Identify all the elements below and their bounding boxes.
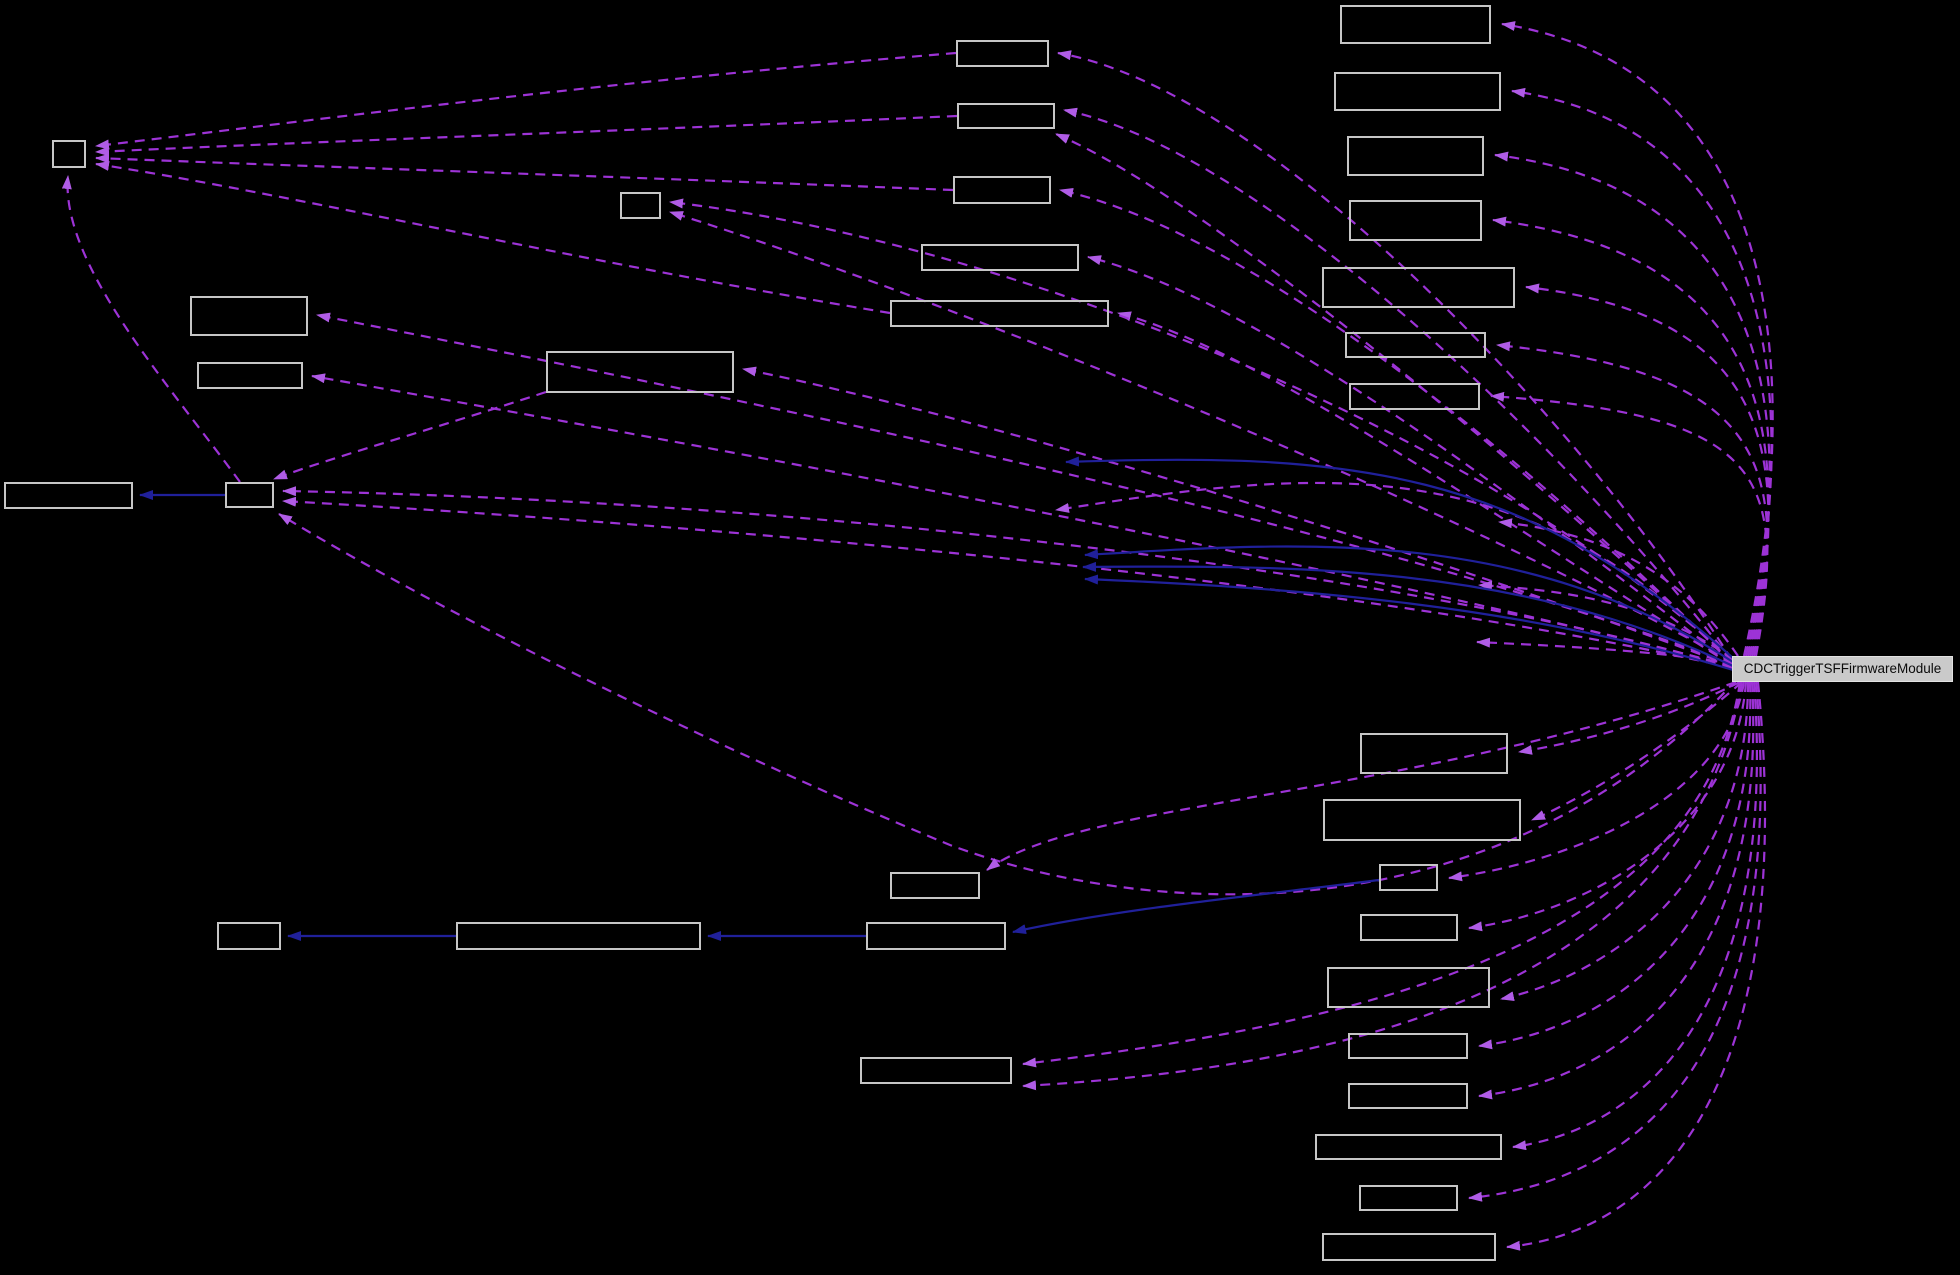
dashed-dependency-edge <box>95 153 954 192</box>
dashed-dependency-edge <box>1525 283 1770 657</box>
dashed-dependency-edge <box>1512 681 1759 1151</box>
dashed-dependency-edge <box>1448 681 1746 882</box>
class-node-box-r6[interactable] <box>1345 332 1486 358</box>
dashed-dependency-edge <box>1022 681 1742 1068</box>
class-node-box-j[interactable] <box>890 300 1109 327</box>
class-node-box-br6[interactable] <box>1315 1134 1502 1160</box>
class-node-box-a[interactable] <box>52 140 86 168</box>
class-node-box-r5[interactable] <box>1322 267 1515 308</box>
dashed-dependency-edge <box>1059 187 1733 664</box>
class-node-box-r8[interactable] <box>1360 733 1508 774</box>
dashed-dependency-edge <box>61 175 241 483</box>
dashed-dependency-edge <box>1057 50 1733 661</box>
solid-dependency-edge <box>1082 561 1734 667</box>
dashed-dependency-edge <box>1500 681 1750 1002</box>
class-node-box-r7[interactable] <box>1349 383 1480 410</box>
dashed-dependency-edge <box>1490 391 1769 657</box>
solid-dependency-edge <box>1084 545 1734 663</box>
dashed-dependency-edge <box>1531 681 1743 822</box>
dashed-dependency-edge <box>1478 681 1752 1050</box>
class-node-box-d[interactable] <box>620 192 661 219</box>
class-node-box-br5[interactable] <box>1348 1083 1468 1109</box>
dashed-dependency-edge <box>1055 481 1733 665</box>
class-node-box-i[interactable] <box>921 244 1079 271</box>
dashed-dependency-edge <box>1501 21 1774 657</box>
class-node-box-e[interactable] <box>546 351 734 393</box>
dashed-dependency-edge <box>95 161 891 315</box>
solid-dependency-edge <box>1012 878 1380 935</box>
class-node-box-br1[interactable] <box>1379 864 1438 891</box>
solid-dependency-edge <box>1084 574 1734 672</box>
class-node-box-bl1[interactable] <box>217 922 281 950</box>
solid-dependency-edge <box>1065 456 1734 659</box>
central-class-node[interactable]: CDCTriggerTSFFirmwareModule <box>1732 656 1953 682</box>
dashed-dependency-edge <box>669 198 1733 661</box>
class-node-box-br2[interactable] <box>1360 914 1458 941</box>
dashed-dependency-edge <box>1063 107 1733 662</box>
dashed-dependency-edge <box>1022 681 1744 1091</box>
class-node-box-bm2[interactable] <box>866 922 1006 950</box>
class-node-box-bl2[interactable] <box>456 922 701 950</box>
class-node-box-g[interactable] <box>957 103 1055 129</box>
class-node-box-c[interactable] <box>197 362 303 389</box>
class-node-box-br8[interactable] <box>1322 1233 1496 1261</box>
dashed-dependency-edge <box>742 366 1733 668</box>
class-node-box-br4[interactable] <box>1348 1033 1468 1059</box>
class-node-box-bm1[interactable] <box>890 872 980 899</box>
dashed-dependency-edge <box>1087 255 1733 665</box>
dashed-dependency-edge <box>1468 681 1762 1202</box>
class-node-box-h[interactable] <box>953 176 1051 204</box>
class-node-box-r1[interactable] <box>1340 5 1491 44</box>
dashed-dependency-edge <box>986 680 1737 871</box>
dashed-dependency-edge <box>278 513 1737 896</box>
class-node-box-br7[interactable] <box>1359 1185 1458 1211</box>
class-node-box-r2[interactable] <box>1334 72 1501 111</box>
dashed-dependency-edge <box>1055 132 1733 663</box>
dashed-dependency-edge <box>273 390 547 481</box>
dashed-dependency-edge <box>95 51 957 150</box>
class-node-box-b[interactable] <box>190 296 308 336</box>
class-node-box-br3[interactable] <box>1327 967 1490 1008</box>
dashed-dependency-edge <box>1476 637 1735 666</box>
class-node-box-f[interactable] <box>956 40 1049 67</box>
dashed-dependency-edge <box>669 210 1733 663</box>
dashed-dependency-edge <box>1468 681 1748 932</box>
dashed-dependency-edge <box>316 312 1733 666</box>
class-node-box-l1[interactable] <box>4 482 133 509</box>
dashed-dependency-edge <box>1478 681 1755 1100</box>
dashed-dependency-edge <box>1506 681 1767 1251</box>
dashed-dependency-edge <box>95 114 958 157</box>
dashed-dependency-edge <box>1492 216 1770 657</box>
class-node-box-bm3[interactable] <box>860 1057 1012 1084</box>
dashed-dependency-edge <box>282 486 1733 669</box>
class-node-box-r4[interactable] <box>1349 200 1482 241</box>
class-node-box-r3[interactable] <box>1347 136 1484 176</box>
dashed-dependency-edge <box>1478 580 1735 661</box>
class-node-box-l2[interactable] <box>225 482 274 508</box>
dashed-dependency-edge <box>282 496 1733 670</box>
dashed-dependency-edge <box>1498 518 1739 657</box>
class-node-box-r9[interactable] <box>1323 799 1521 841</box>
dashed-dependency-edge <box>1494 151 1771 657</box>
dashed-dependency-edge <box>311 373 1733 668</box>
dashed-dependency-edge <box>1518 681 1741 755</box>
